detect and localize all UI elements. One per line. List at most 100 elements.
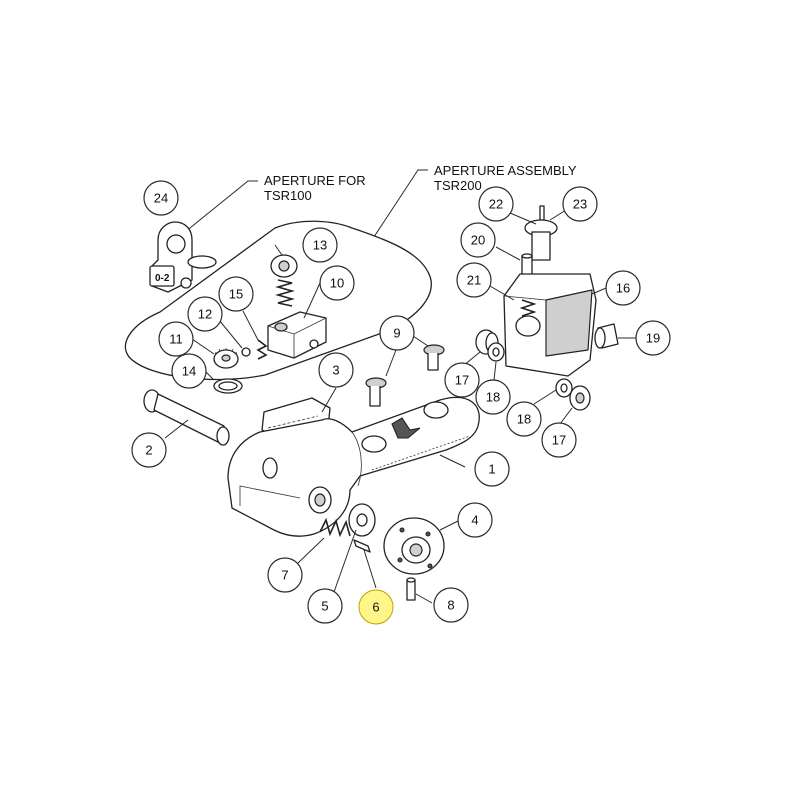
callout-23[interactable]: 23 [562, 186, 598, 222]
leader-20 [495, 246, 521, 261]
leader-7 [297, 537, 325, 564]
callout-5[interactable]: 5 [307, 588, 343, 624]
callout-17a[interactable]: 17 [444, 362, 480, 398]
part-16-housing [503, 273, 597, 377]
label-aperture-assembly-line1: APERTURE ASSEMBLY [434, 163, 577, 178]
callout-21[interactable]: 21 [456, 262, 492, 298]
leader-4 [439, 520, 459, 531]
part-7-spring [319, 517, 351, 538]
part-17-knob-right [569, 385, 591, 411]
part-4-flange-disk [383, 517, 445, 575]
svg-text:17: 17 [552, 433, 566, 448]
callout-13[interactable]: 13 [302, 227, 338, 263]
svg-text:20: 20 [471, 233, 485, 248]
svg-text:5: 5 [321, 599, 328, 614]
leader-8 [415, 593, 433, 604]
leader-21 [489, 285, 515, 301]
label-aperture-assembly: APERTURE ASSEMBLY TSR200 [367, 163, 577, 247]
leader-17b [559, 407, 573, 425]
leader-3 [321, 387, 337, 413]
svg-text:18: 18 [517, 412, 531, 427]
leader-15 [242, 310, 259, 341]
part-1-main-body [227, 396, 480, 537]
label-aperture-for: APERTURE FOR TSR100 [184, 173, 366, 233]
callout-20[interactable]: 20 [460, 222, 496, 258]
callout-17b[interactable]: 17 [541, 422, 577, 458]
callout-18a[interactable]: 18 [475, 379, 511, 415]
callout-11[interactable]: 11 [158, 321, 194, 357]
leader-2 [164, 419, 189, 439]
svg-text:7: 7 [281, 568, 288, 583]
aperture-marking: 0-2 [155, 273, 170, 284]
leader-9a [385, 349, 397, 377]
part-22-23-knob [524, 205, 558, 261]
part-24-aperture-tsr100: 0-2 [149, 221, 217, 293]
part-12-ball [241, 347, 251, 357]
label-aperture-for-line1: APERTURE FOR [264, 173, 366, 188]
leader-18a [493, 361, 497, 381]
label-aperture-for-line2: TSR100 [264, 188, 312, 203]
part-2-shaft [143, 389, 230, 446]
callout-15[interactable]: 15 [218, 276, 254, 312]
svg-text:9: 9 [393, 326, 400, 341]
leader-1 [439, 454, 466, 468]
svg-text:23: 23 [573, 197, 587, 212]
part-18-washer-right [555, 378, 573, 398]
part-21-spring [519, 299, 537, 317]
callout-18b[interactable]: 18 [506, 401, 542, 437]
part-15-spring [256, 339, 268, 360]
svg-text:22: 22 [489, 197, 503, 212]
svg-text:18: 18 [486, 390, 500, 405]
svg-text:24: 24 [154, 191, 168, 206]
callout-16[interactable]: 16 [605, 270, 641, 306]
svg-text:19: 19 [646, 331, 660, 346]
leader-22 [509, 212, 537, 225]
part-18-washer-left [487, 342, 505, 362]
callout-10[interactable]: 10 [319, 265, 355, 301]
leader-18b [533, 389, 557, 405]
leader-aperture-assembly [367, 169, 428, 247]
part-9-screws [365, 344, 445, 407]
callout-19[interactable]: 19 [635, 320, 671, 356]
leader-12 [218, 319, 243, 349]
callout-14[interactable]: 14 [171, 353, 207, 389]
part-5-washer [348, 503, 376, 537]
svg-text:6: 6 [372, 600, 379, 615]
part-8-dowel-pin [406, 577, 416, 601]
callout-22[interactable]: 22 [478, 186, 514, 222]
svg-text:17: 17 [455, 373, 469, 388]
part-14-o-ring [213, 378, 243, 394]
aperture-assembly-outline [124, 220, 432, 381]
callout-12[interactable]: 12 [187, 296, 223, 332]
callout-9[interactable]: 9 [379, 315, 415, 351]
part-11-thumbwheel [213, 348, 239, 369]
callout-6[interactable]: 6 [358, 589, 394, 625]
callout-24[interactable]: 24 [143, 180, 179, 216]
svg-text:13: 13 [313, 238, 327, 253]
callout-3[interactable]: 3 [318, 352, 354, 388]
leader-10 [303, 282, 321, 319]
svg-text:8: 8 [447, 598, 454, 613]
part-10-aperture-block [267, 311, 327, 359]
leader-aperture-for [184, 180, 258, 233]
callout-4[interactable]: 4 [457, 502, 493, 538]
svg-text:11: 11 [169, 332, 183, 347]
svg-text:12: 12 [198, 307, 212, 322]
leader-5 [333, 529, 357, 593]
callout-8[interactable]: 8 [433, 587, 469, 623]
part-19-cap [594, 323, 619, 349]
svg-text:10: 10 [330, 276, 344, 291]
callout-2[interactable]: 2 [131, 432, 167, 468]
leader-13 [274, 244, 283, 256]
leader-6 [363, 549, 377, 589]
label-aperture-assembly-line2: TSR200 [434, 178, 482, 193]
part-6-pin [353, 539, 371, 553]
callout-1[interactable]: 1 [474, 451, 510, 487]
svg-text:4: 4 [471, 513, 478, 528]
callout-7[interactable]: 7 [267, 557, 303, 593]
svg-text:14: 14 [182, 364, 196, 379]
svg-text:3: 3 [332, 363, 339, 378]
svg-text:2: 2 [145, 443, 152, 458]
callouts: 1 2 3 4 5 6 7 8 9 10 11 12 13 14 15 16 1… [131, 180, 671, 625]
